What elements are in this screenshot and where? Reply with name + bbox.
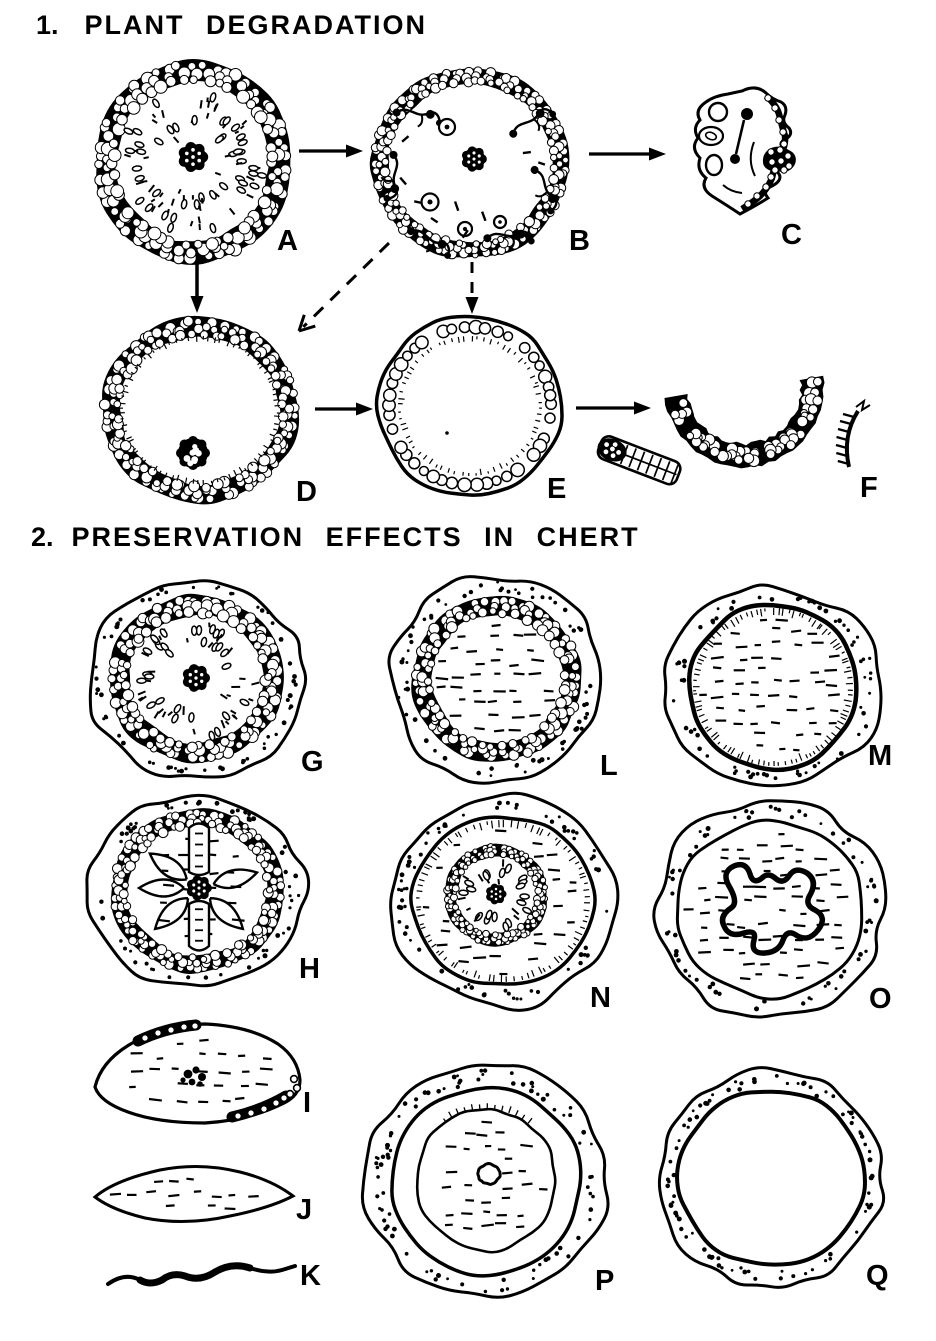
figure-n-shrunken-stem-inside-mold	[389, 791, 620, 1012]
label-b: B	[569, 225, 590, 257]
label-k: K	[300, 1260, 321, 1292]
label-f: F	[860, 472, 878, 504]
arrow-a-to-b	[299, 144, 363, 158]
arrow-b-to-c	[589, 147, 666, 161]
section-1-title: PLANT DEGRADATION	[84, 10, 428, 40]
figure-c-tissue-fragment	[693, 86, 796, 216]
label-h: H	[299, 953, 320, 985]
arrow-a-to-d	[190, 263, 204, 313]
label-l: L	[600, 750, 618, 782]
label-i: I	[303, 1087, 312, 1119]
label-q: Q	[866, 1260, 889, 1292]
label-j: J	[296, 1194, 313, 1226]
figure-o-shrunken-core-blob	[652, 799, 888, 1019]
section-1-heading: 1. PLANT DEGRADATION	[36, 12, 427, 39]
figure-g-permineralized-intact-stem	[88, 579, 308, 779]
label-e: E	[547, 473, 567, 505]
figure-m-cortex-outline-silica-fill	[663, 583, 883, 788]
arrow-b-to-d-dashed	[297, 241, 391, 333]
figure-k-coalified-film	[106, 1262, 297, 1287]
figure-d-hollow-cortex-stele	[98, 315, 300, 505]
section-1-number: 1.	[36, 10, 59, 40]
label-n: N	[590, 982, 611, 1014]
label-a: A	[277, 225, 298, 257]
arrow-e-to-f	[576, 401, 651, 415]
figure-f-fragments	[596, 375, 871, 486]
figure-l-cortex-ring-silica-fill	[387, 575, 603, 785]
section-2-heading: 2. PRESERVATION EFFECTS IN CHERT	[31, 524, 640, 551]
label-o: O	[869, 983, 892, 1015]
arrow-b-to-e-dashed	[465, 262, 479, 314]
section-2-title: PRESERVATION EFFECTS IN CHERT	[71, 522, 640, 552]
label-g: G	[301, 746, 324, 778]
figure-b-stem-fungal-decay	[369, 66, 570, 260]
figure-e-empty-cortex	[374, 314, 564, 497]
label-m: M	[868, 740, 893, 772]
figure-j-flattened-lens	[92, 1164, 296, 1224]
figure-a-intact-stem-section	[94, 59, 292, 265]
figure-q-empty-mold	[657, 1066, 886, 1289]
label-c: C	[781, 219, 802, 251]
label-d: D	[296, 476, 317, 508]
label-p: P	[595, 1265, 615, 1297]
figure-h-shrunken-tissue-star	[85, 793, 311, 988]
section-2-number: 2.	[31, 522, 54, 552]
figure-i-compressed-lens-with-stele	[93, 1019, 302, 1125]
arrow-d-to-e	[315, 402, 373, 416]
figure-p-concentric-shrinkage-rings	[360, 1063, 610, 1299]
